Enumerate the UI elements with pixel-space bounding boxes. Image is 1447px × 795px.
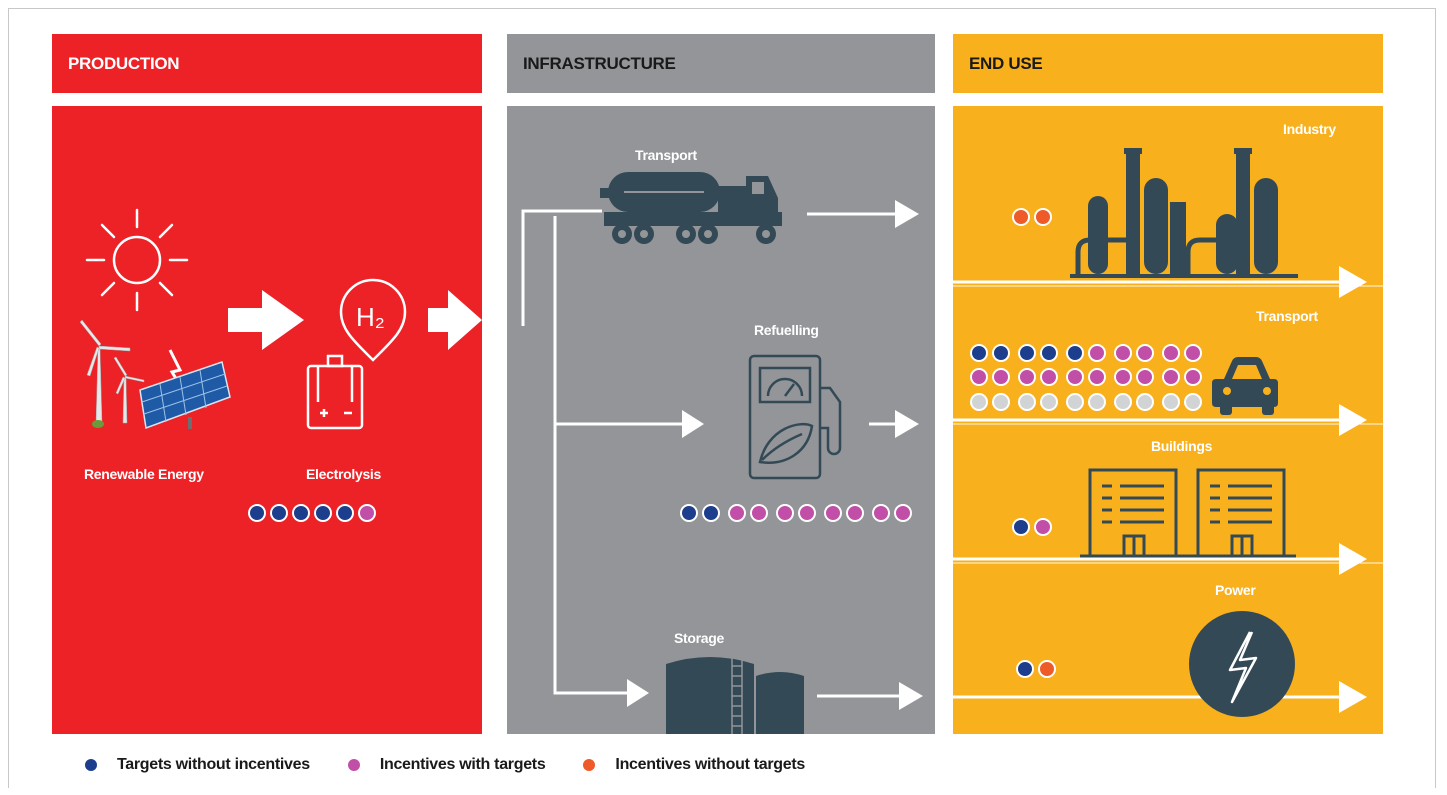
power-label: Power [1215, 582, 1256, 598]
status-dot-blue [702, 504, 720, 522]
status-dot-blue [336, 504, 354, 522]
status-dot-grey [1066, 393, 1084, 411]
legend: Targets without incentives Incentives wi… [85, 756, 843, 774]
end-use-transport-label: Transport [1256, 308, 1318, 324]
buildings-label: Buildings [1151, 438, 1213, 454]
status-dot-blue [970, 344, 988, 362]
status-dot-pink [776, 504, 794, 522]
status-dot-pink [750, 504, 768, 522]
infrastructure-header: INFRASTRUCTURE [507, 34, 935, 93]
status-dot-pink [970, 368, 988, 386]
status-dot-pink [1162, 344, 1180, 362]
status-dot-pink [1088, 368, 1106, 386]
status-dot-grey [1136, 393, 1154, 411]
status-dot-blue [1040, 344, 1058, 362]
factory-icon [1070, 148, 1298, 278]
legend-label: Incentives without targets [615, 756, 805, 773]
status-dot-blue [292, 504, 310, 522]
status-dot-blue [314, 504, 332, 522]
status-dot-pink [846, 504, 864, 522]
arrow-right-icon [428, 290, 482, 350]
status-dot-blue [1018, 344, 1036, 362]
transport-dots-row1 [970, 344, 1202, 362]
status-dot-grey [1114, 393, 1132, 411]
status-dot-pink [1088, 344, 1106, 362]
buildings-dots [1012, 518, 1052, 536]
transport-dots-row3 [970, 393, 1202, 411]
status-dot-grey [1040, 393, 1058, 411]
status-dot-blue [992, 344, 1010, 362]
transport-dots-row2 [970, 368, 1202, 386]
status-dot-pink [824, 504, 842, 522]
power-dots [1016, 660, 1056, 678]
legend-item-incentives-with-targets: Incentives with targets [347, 756, 546, 774]
electrolysis-icon: H₂ [306, 278, 407, 430]
electrolysis-dots [248, 504, 376, 522]
status-dot-pink [1184, 368, 1202, 386]
production-header: PRODUCTION [52, 34, 482, 93]
industry-label: Industry [1283, 121, 1336, 137]
status-dot-grey [1088, 393, 1106, 411]
status-dot-blue [1066, 344, 1084, 362]
status-dot-pink [1034, 518, 1052, 536]
fuel-pump-icon [748, 354, 842, 480]
status-dot-pink [1184, 344, 1202, 362]
status-dot-pink [798, 504, 816, 522]
status-dot-grey [992, 393, 1010, 411]
car-icon [1212, 357, 1278, 415]
solar-panels-icon [139, 349, 231, 430]
infrastructure-connectors [521, 200, 923, 710]
refuelling-dots [680, 504, 912, 522]
figure-frame [8, 8, 1436, 788]
legend-dot-blue [85, 759, 97, 771]
arrow-right-icon [228, 290, 304, 350]
status-dot-blue [1012, 518, 1030, 536]
storage-tanks-icon [666, 656, 804, 734]
status-dot-pink [1018, 368, 1036, 386]
status-dot-pink [1040, 368, 1058, 386]
wind-turbines-icon [79, 319, 145, 428]
legend-dot-orange [583, 759, 596, 771]
infra-transport-label: Transport [635, 147, 697, 163]
status-dot-pink [1114, 344, 1132, 362]
status-dot-pink [1136, 368, 1154, 386]
status-dot-pink [1114, 368, 1132, 386]
renewable-energy-label: Renewable Energy [84, 466, 204, 482]
status-dot-orange [1038, 660, 1056, 678]
status-dot-pink [894, 504, 912, 522]
status-dot-orange [1034, 208, 1052, 226]
buildings-icon [1080, 468, 1296, 558]
sun-icon [85, 208, 189, 312]
status-dot-pink [1162, 368, 1180, 386]
electrolysis-label: Electrolysis [306, 466, 381, 482]
storage-label: Storage [674, 630, 725, 646]
status-dot-pink [728, 504, 746, 522]
status-dot-pink [872, 504, 890, 522]
status-dot-orange [1012, 208, 1030, 226]
status-dot-grey [970, 393, 988, 411]
legend-dot-pink [347, 759, 360, 771]
end-use-header: END USE [953, 34, 1383, 93]
status-dot-grey [1162, 393, 1180, 411]
h2-text: H₂ [356, 302, 385, 332]
status-dot-blue [270, 504, 288, 522]
industry-dots [1012, 208, 1052, 226]
refuelling-label: Refuelling [754, 322, 819, 338]
status-dot-pink [358, 504, 376, 522]
legend-label: Targets without incentives [117, 756, 310, 773]
status-dot-grey [1184, 393, 1202, 411]
status-dot-grey [1018, 393, 1036, 411]
status-dot-pink [992, 368, 1010, 386]
legend-item-targets-without-incentives: Targets without incentives [85, 756, 310, 774]
status-dot-blue [1016, 660, 1034, 678]
status-dot-pink [1066, 368, 1084, 386]
tanker-truck-icon [600, 172, 782, 244]
legend-label: Incentives with targets [379, 756, 546, 773]
legend-item-incentives-without-targets: Incentives without targets [583, 756, 805, 774]
status-dot-blue [248, 504, 266, 522]
status-dot-blue [680, 504, 698, 522]
power-icon [1189, 611, 1295, 717]
status-dot-pink [1136, 344, 1154, 362]
